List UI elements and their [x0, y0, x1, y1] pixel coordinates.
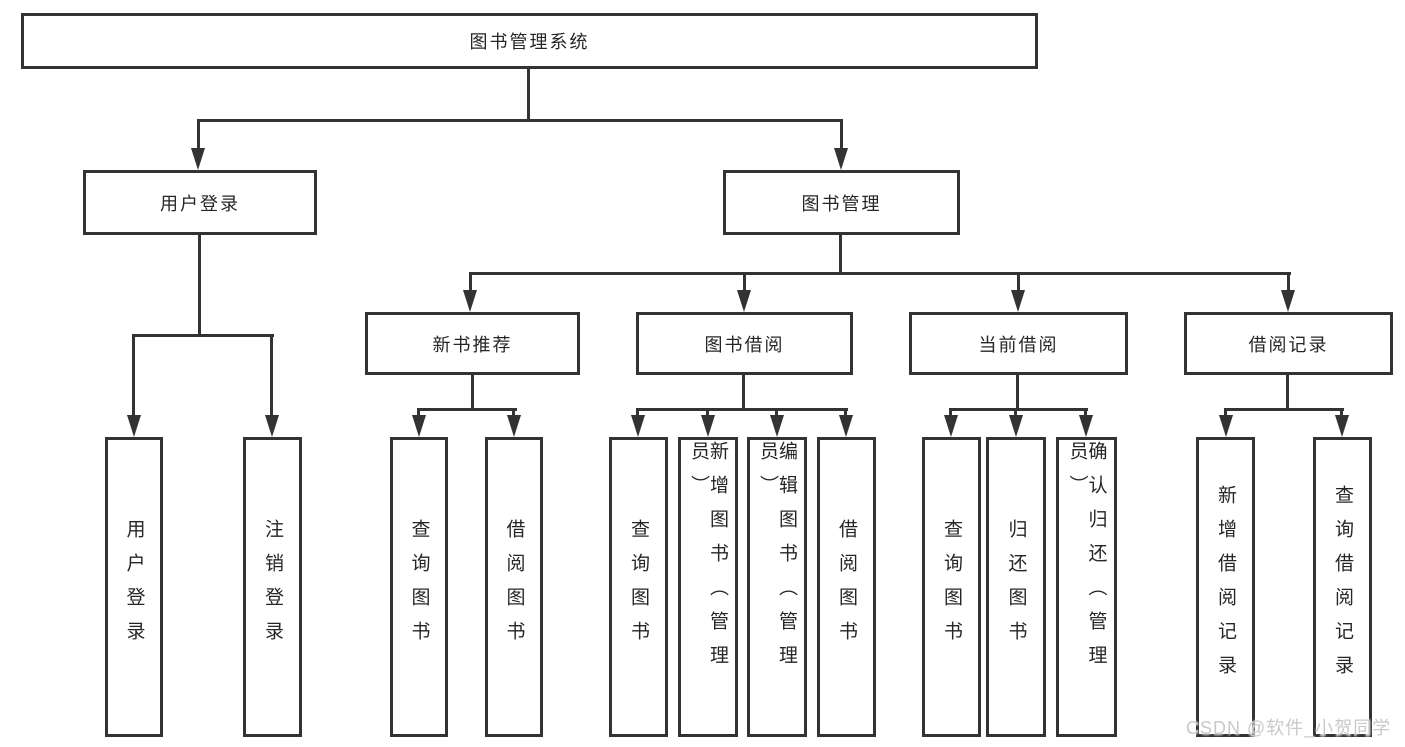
line: [706, 408, 709, 420]
node-borrowing-records: 借阅记录: [1184, 312, 1393, 375]
leaf-return-books: 归还图书: [986, 437, 1046, 737]
arrow-down-icon: [191, 148, 205, 170]
line: [1017, 272, 1020, 294]
arrow-down-icon: [463, 290, 477, 312]
arrow-down-icon: [1281, 290, 1295, 312]
leaf-borrow-books-borrowing: 借阅图书: [817, 437, 876, 737]
line: [197, 119, 200, 152]
line: [270, 334, 273, 419]
watermark: CSDN @软件_小贺同学: [1186, 718, 1392, 738]
line: [636, 408, 639, 420]
leaf-label: 借阅图书: [503, 519, 525, 655]
node-current-borrowing: 当前借阅: [909, 312, 1128, 375]
line: [417, 408, 517, 411]
leaf-query-books-recommend: 查询图书: [390, 437, 448, 737]
line: [775, 408, 778, 420]
line: [743, 272, 746, 294]
node-label: 图书管理: [801, 193, 882, 214]
leaf-user-login: 用户登录: [105, 437, 163, 737]
line: [469, 272, 472, 294]
line: [1286, 375, 1289, 411]
leaf-add-borrow-record: 新增借阅记录: [1196, 437, 1255, 737]
leaf-label: 用户登录: [123, 519, 145, 655]
leaf-confirm-return-admin: 确认归还（管理员）: [1056, 437, 1117, 737]
node-label: 图书管理系统: [469, 32, 590, 52]
line: [417, 408, 420, 420]
line: [949, 408, 1088, 411]
line: [1014, 408, 1017, 420]
leaf-label: 查询借阅记录: [1332, 485, 1353, 689]
line: [1224, 408, 1227, 420]
leaf-borrow-books-recommend: 借阅图书: [485, 437, 543, 737]
arrow-down-icon: [701, 415, 715, 437]
leaf-label: 查询图书: [941, 519, 962, 655]
arrow-down-icon: [1335, 415, 1349, 437]
leaf-label: 新增图书（管理员）: [688, 441, 728, 679]
node-label: 借阅记录: [1248, 334, 1329, 355]
line: [1016, 375, 1019, 411]
leaf-label: 新增借阅记录: [1215, 485, 1236, 689]
line: [512, 408, 515, 420]
arrow-down-icon: [1079, 415, 1093, 437]
line: [840, 119, 843, 152]
arrow-down-icon: [265, 415, 279, 437]
arrow-down-icon: [1011, 290, 1025, 312]
leaf-label: 确认归还（管理员）: [1066, 441, 1107, 679]
node-book-management: 图书管理: [723, 170, 960, 235]
line: [839, 235, 842, 275]
arrow-down-icon: [770, 415, 784, 437]
node-book-borrowing: 图书借阅: [636, 312, 853, 375]
leaf-label: 注销登录: [262, 519, 283, 655]
arrow-down-icon: [839, 415, 853, 437]
arrow-down-icon: [1219, 415, 1233, 437]
arrow-down-icon: [631, 415, 645, 437]
arrow-down-icon: [412, 415, 426, 437]
line: [742, 375, 745, 411]
leaf-label: 查询图书: [408, 519, 430, 655]
leaf-label: 归还图书: [1005, 519, 1027, 655]
arrow-down-icon: [834, 148, 848, 170]
leaf-edit-books-admin: 编辑图书（管理员）: [747, 437, 807, 737]
line: [198, 235, 201, 337]
arrow-down-icon: [944, 415, 958, 437]
node-label: 当前借阅: [978, 334, 1059, 355]
line: [844, 408, 847, 420]
leaf-query-books-current: 查询图书: [922, 437, 981, 737]
arrow-down-icon: [127, 415, 141, 437]
line: [132, 334, 135, 419]
node-new-book-recommendation: 新书推荐: [365, 312, 580, 375]
arrow-down-icon: [507, 415, 521, 437]
line: [527, 69, 530, 121]
arrow-down-icon: [1009, 415, 1023, 437]
leaf-logout: 注销登录: [243, 437, 302, 737]
leaf-query-books-borrowing: 查询图书: [609, 437, 668, 737]
line: [1287, 272, 1290, 294]
line: [636, 408, 848, 411]
line: [132, 334, 274, 337]
arrow-down-icon: [737, 290, 751, 312]
node-label: 新书推荐: [432, 334, 513, 355]
line: [197, 119, 843, 122]
node-label: 用户登录: [160, 193, 240, 214]
line: [949, 408, 952, 420]
line: [1084, 408, 1087, 420]
node-library-management-system: 图书管理系统: [21, 13, 1038, 69]
leaf-label: 编辑图书（管理员）: [757, 441, 797, 679]
leaf-add-books-admin: 新增图书（管理员）: [678, 437, 738, 737]
line: [1224, 408, 1344, 411]
node-user-login: 用户登录: [83, 170, 317, 235]
leaf-label: 借阅图书: [836, 519, 857, 655]
line: [471, 375, 474, 411]
leaf-label: 查询图书: [628, 519, 649, 655]
line: [469, 272, 1291, 275]
leaf-query-borrow-record: 查询借阅记录: [1313, 437, 1372, 737]
line: [1340, 408, 1343, 420]
node-label: 图书借阅: [704, 334, 785, 355]
